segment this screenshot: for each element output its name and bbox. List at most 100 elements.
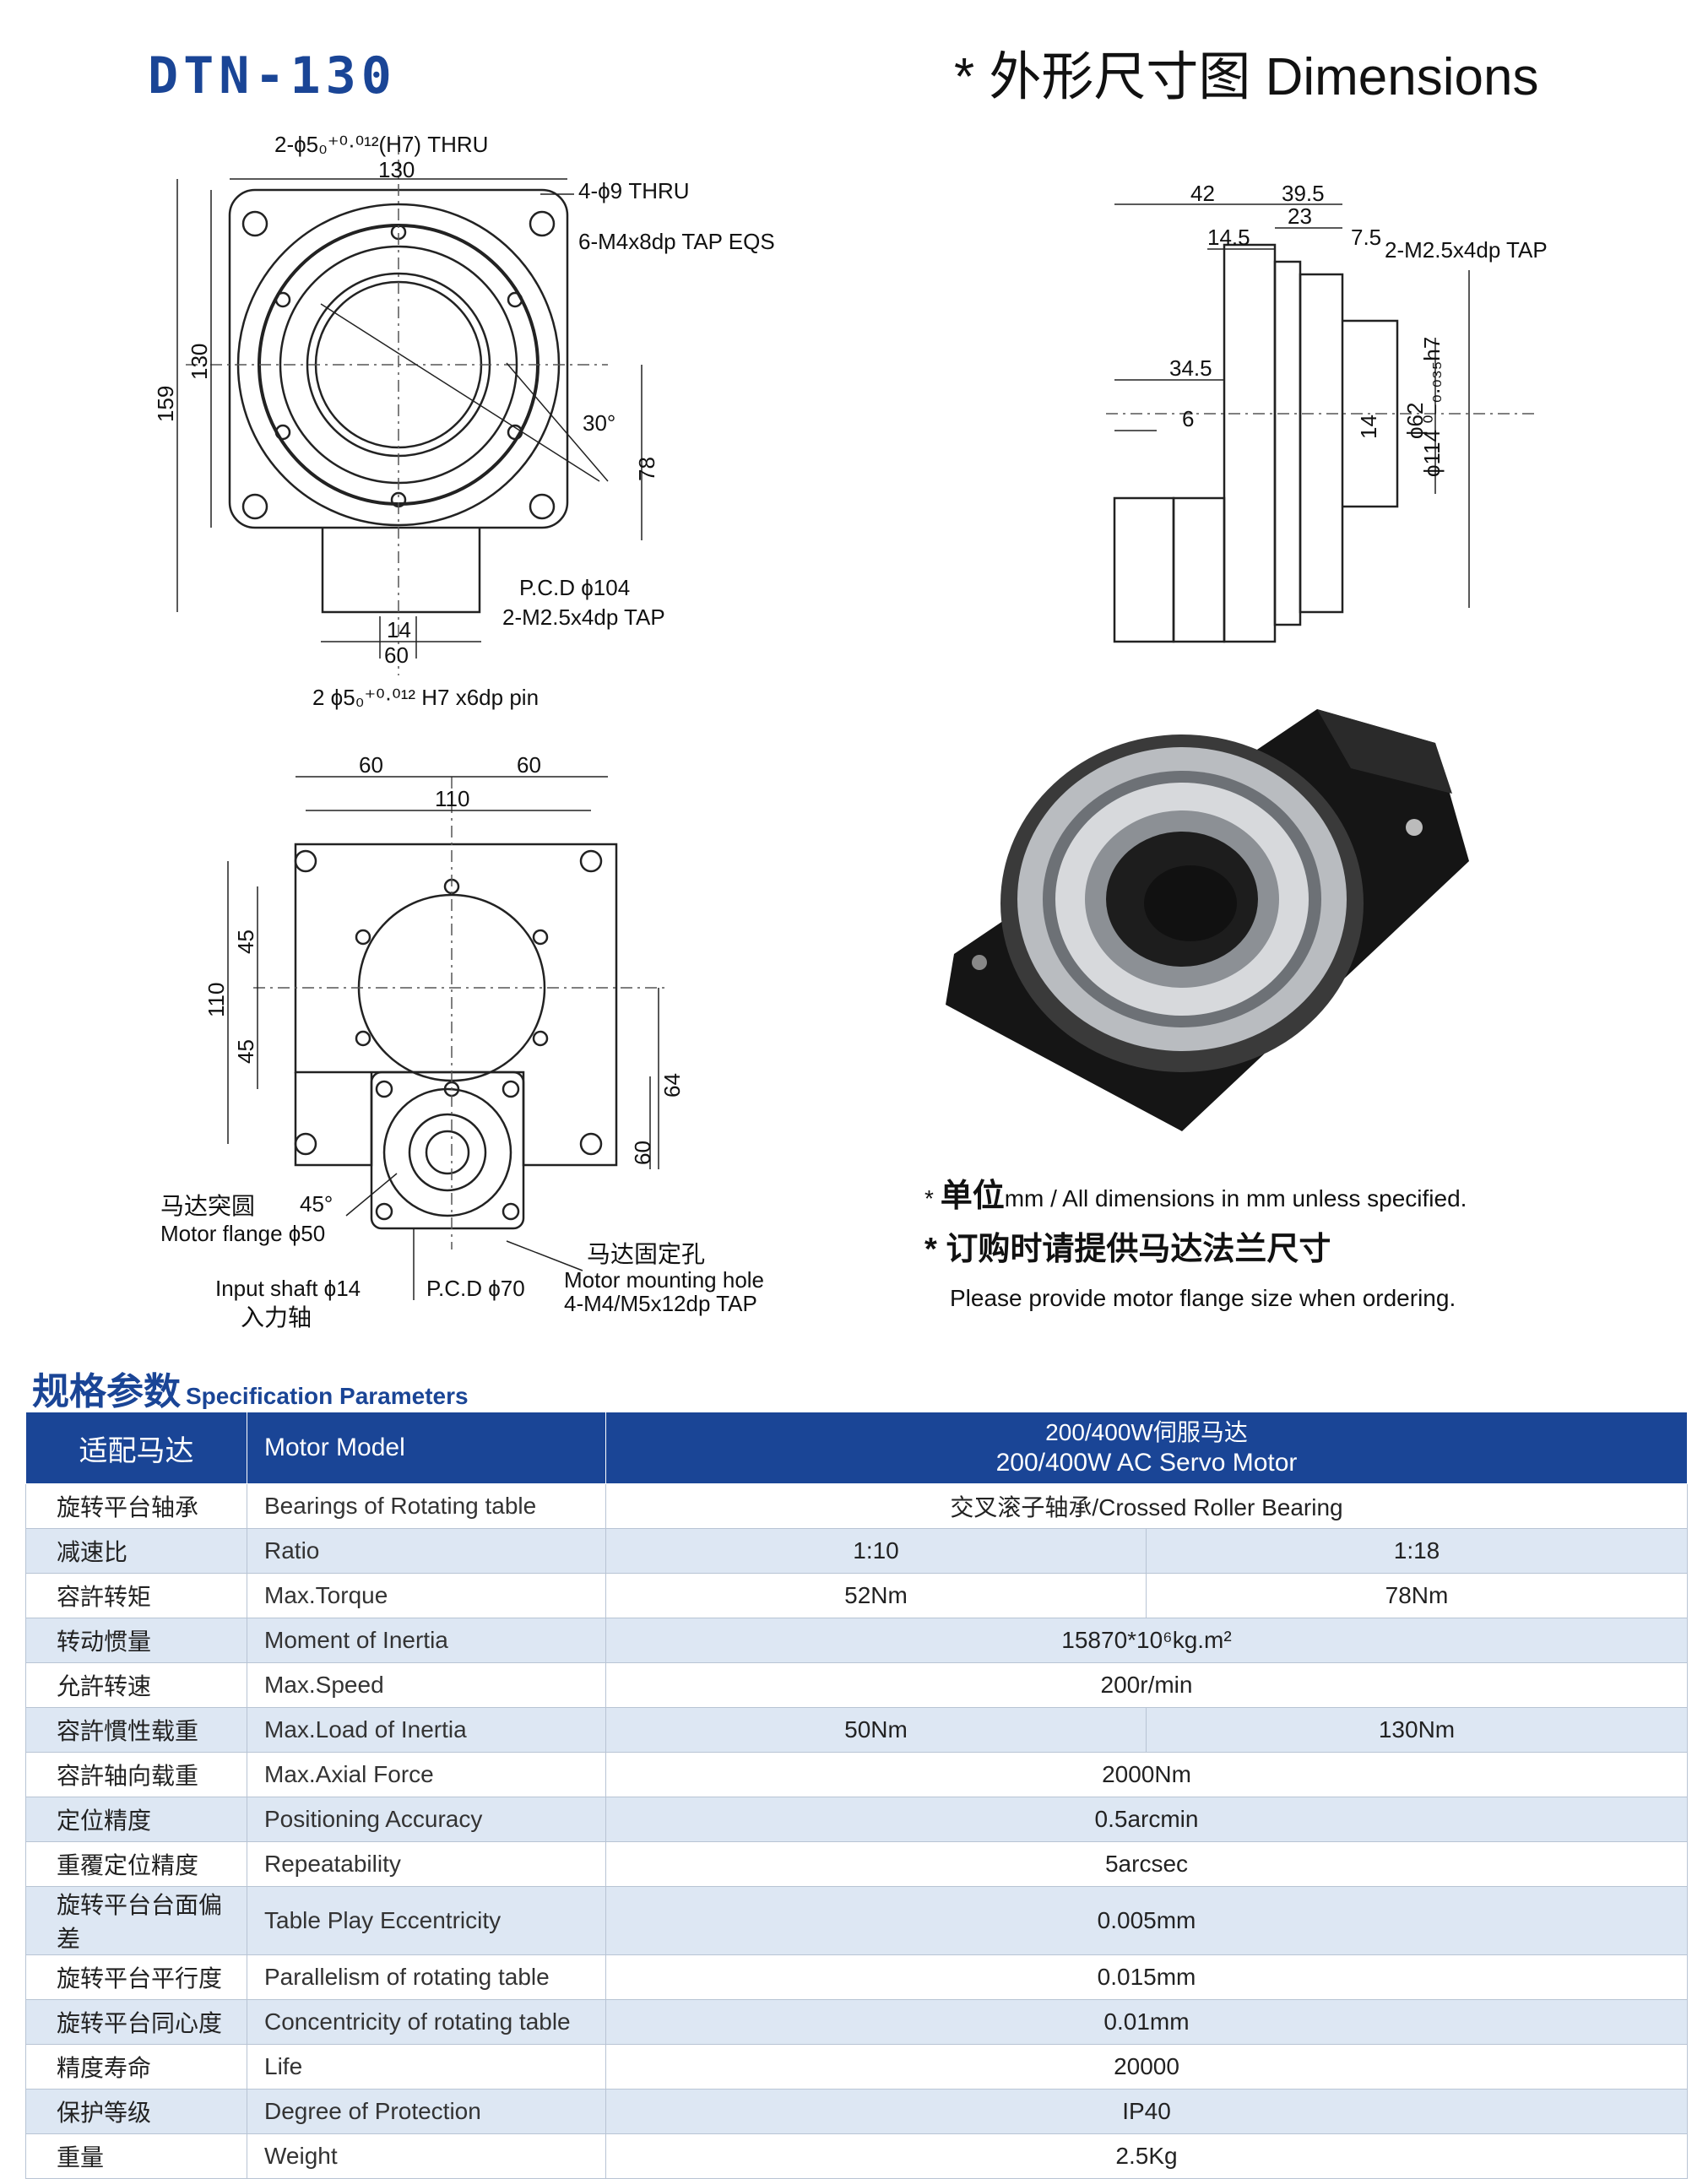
- table-cell: Weight: [247, 2133, 606, 2179]
- bottom-d45b-label: 45: [233, 1039, 258, 1064]
- product-photo: [929, 692, 1503, 1131]
- side-d39-label: 39.5: [1282, 181, 1325, 206]
- bottom-d60v-label: 60: [630, 1141, 655, 1165]
- order-note-cn: 订购时请提供马达法兰尺寸: [946, 1232, 1331, 1267]
- table-cell: 定位精度: [25, 1797, 247, 1842]
- motor-flange-en-label: Motor flange ϕ50: [160, 1221, 325, 1246]
- front-angle-label: 30°: [583, 410, 615, 436]
- table-cell: 旋转平台台面偏差: [25, 1886, 247, 1955]
- bottom-pcd-label: P.C.D ϕ70: [426, 1276, 525, 1301]
- front-tap-m25-label: 2-M2.5x4dp TAP: [502, 604, 665, 630]
- table-cell: Degree of Protection: [247, 2089, 606, 2134]
- bottom-view-drawing: 60 60 110 110 45 45 64 60 45° 马达突圆 Motor…: [160, 752, 764, 1331]
- table-cell: 1:10: [605, 1528, 1147, 1574]
- table-cell: 78Nm: [1146, 1573, 1688, 1618]
- table-cell: Max.Speed: [247, 1662, 606, 1708]
- front-thru-label: 4-ϕ9 THRU: [578, 178, 690, 203]
- bottom-d110-label: 110: [435, 786, 469, 811]
- front-h159-label: 159: [153, 386, 178, 422]
- table-cell: 0.5arcmin: [605, 1797, 1688, 1842]
- front-d60-label: 60: [384, 642, 409, 668]
- input-shaft-en-label: Input shaft ϕ14: [215, 1276, 361, 1301]
- table-cell: 重量: [25, 2133, 247, 2179]
- order-note: * 订购时请提供马达法兰尺寸: [924, 1232, 1331, 1267]
- unit-note-cn: 单位: [940, 1179, 1005, 1214]
- motor-flange-cn-label: 马达突圆: [160, 1193, 255, 1219]
- unit-note: * 单位mm / All dimensions in mm unless spe…: [924, 1179, 1467, 1214]
- table-cell: 允許转速: [25, 1662, 247, 1708]
- spec-header-row: 适配马达 Motor Model 200/400W伺服马达 200/400W A…: [25, 1412, 1688, 1484]
- bottom-d60a-label: 60: [359, 752, 383, 778]
- side-d6-label: 6: [1182, 406, 1194, 431]
- mount-hole-cn-label: 马达固定孔: [587, 1241, 705, 1267]
- table-cell: Max.Torque: [247, 1573, 606, 1618]
- side-d14-5-label: 14.5: [1207, 225, 1250, 250]
- side-d23-label: 23: [1288, 203, 1312, 229]
- model-title: DTN-130: [148, 46, 397, 106]
- table-cell: 0.015mm: [605, 1954, 1688, 2000]
- spec-title-cn: 规格参数: [32, 1371, 181, 1412]
- front-d78-label: 78: [634, 457, 659, 481]
- table-cell: 52Nm: [605, 1573, 1147, 1618]
- side-d42-label: 42: [1190, 181, 1215, 206]
- bottom-d45a-label: 45: [233, 930, 258, 954]
- side-phi114-label: ϕ114 ⁰₋₀.₀₃₅h7: [1419, 337, 1445, 477]
- front-pcd-label: P.C.D ϕ104: [519, 575, 630, 600]
- front-d14-label: 14: [387, 617, 411, 642]
- rotary-table-image: [946, 709, 1469, 1131]
- table-cell: Life: [247, 2044, 606, 2090]
- mount-hole-tap-label: 4-M4/M5x12dp TAP: [564, 1291, 757, 1316]
- table-cell: 2000Nm: [605, 1752, 1688, 1797]
- mount-hole-en-label: Motor mounting hole: [564, 1267, 764, 1293]
- header-motor-value-cn: 200/400W伺服马达: [1045, 1419, 1248, 1445]
- order-note-en: Please provide motor flange size when or…: [950, 1285, 1456, 1311]
- side-d34-5-label: 34.5: [1169, 355, 1212, 381]
- bottom-d64-label: 64: [659, 1073, 685, 1098]
- table-cell: 0.005mm: [605, 1886, 1688, 1955]
- table-cell: 20000: [605, 2044, 1688, 2090]
- table-cell: 15870*10⁶kg.m²: [605, 1618, 1688, 1663]
- side-phi62-label: ϕ62: [1402, 403, 1428, 439]
- spec-title-en: Specification Parameters: [186, 1383, 469, 1409]
- side-d14v-label: 14: [1356, 415, 1381, 439]
- table-cell: Table Play Eccentricity: [247, 1886, 606, 1955]
- table-cell: 1:18: [1146, 1528, 1688, 1574]
- header-motor-en: Motor Model: [247, 1412, 606, 1484]
- table-cell: Ratio: [247, 1528, 606, 1574]
- bottom-angle-label: 45°: [300, 1191, 333, 1217]
- table-cell: 130Nm: [1146, 1707, 1688, 1753]
- front-pin-bottom-label: 2 ϕ5₀⁺⁰·⁰¹² H7 x6dp pin: [312, 685, 539, 710]
- side-tap-label: 2-M2.5x4dp TAP: [1385, 237, 1548, 263]
- table-cell: 旋转平台同心度: [25, 1999, 247, 2045]
- dimensions-title: * 外形尺寸图 Dimensions: [954, 48, 1539, 106]
- table-cell: 容許转矩: [25, 1573, 247, 1618]
- table-cell: 交叉滚子轴承/Crossed Roller Bearing: [605, 1483, 1688, 1529]
- table-cell: 200r/min: [605, 1662, 1688, 1708]
- table-cell: 2.5Kg: [605, 2133, 1688, 2179]
- table-cell: 容許慣性载重: [25, 1707, 247, 1753]
- table-cell: 转动惯量: [25, 1618, 247, 1663]
- header-motor-value-en: 200/400W AC Servo Motor: [995, 1449, 1298, 1477]
- side-d7-5-label: 7.5: [1351, 225, 1381, 250]
- table-cell: Positioning Accuracy: [247, 1797, 606, 1842]
- input-shaft-cn-label: 入力轴: [241, 1304, 312, 1331]
- front-h130-label: 130: [187, 344, 212, 380]
- table-cell: Bearings of Rotating table: [247, 1483, 606, 1529]
- table-cell: 旋转平台平行度: [25, 1954, 247, 2000]
- table-cell: 0.01mm: [605, 1999, 1688, 2045]
- side-view-drawing: 42 39.5 23 14.5 7.5 2-M2.5x4dp TAP 34.5 …: [1106, 181, 1548, 643]
- table-cell: Max.Load of Inertia: [247, 1707, 606, 1753]
- table-cell: Parallelism of rotating table: [247, 1954, 606, 2000]
